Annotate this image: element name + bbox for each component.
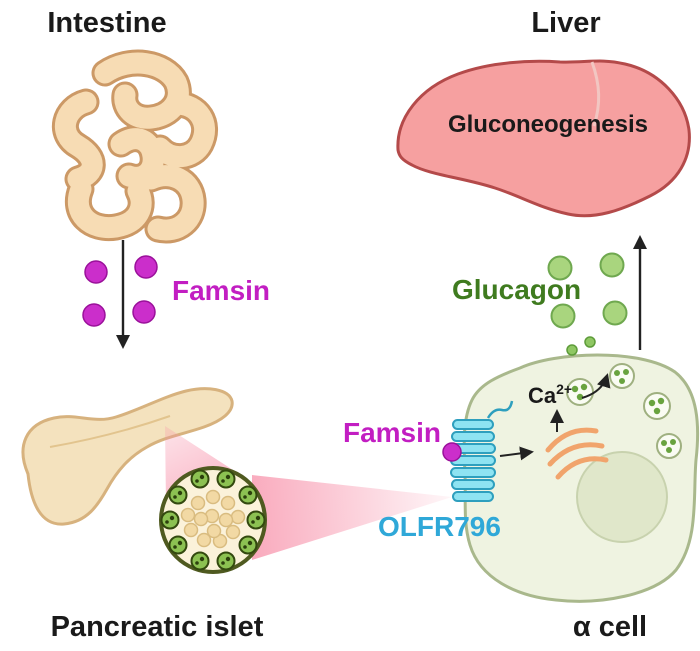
famsin-ligand-label: Famsin [343,417,441,448]
pancreatic-islet-label: Pancreatic islet [51,611,264,643]
nucleus [576,451,668,543]
liver-lobe-divider [590,61,601,127]
famsin-ligand-ball [442,442,462,462]
secretory-vesicles [566,363,682,459]
released-granules [566,336,596,356]
liver-title: Liver [531,7,600,39]
pancreas-texture-line [49,415,171,448]
famsin-secreted-label: Famsin [172,275,270,306]
pancreas-illustration [21,387,234,526]
famsin-particles [82,255,158,327]
zoom-beam-islet-to-cell [252,475,452,560]
islet-alpha-cells [160,469,266,571]
islet-inner-beta-cells [180,489,246,549]
receptor-n-terminus [486,400,514,419]
alpha-cell-illustration: Ca2+ [462,336,700,603]
islet-illustration [159,466,267,574]
olfr796-receptor [442,400,514,502]
alpha-cell-label: α cell [573,611,647,643]
er-organelle [545,427,609,480]
calcium-label: Ca2+ [528,381,572,408]
intestine-illustration [51,49,218,244]
arrow-receptor-to-er [499,446,534,461]
intestine-title: Intestine [47,7,166,39]
glucagon-particles [547,252,628,329]
gluconeogenesis-label: Gluconeogenesis [448,111,648,138]
receptor-label: OLFR796 [378,511,501,542]
arrow-calcium-to-secretion [581,373,611,399]
islet-alpha-cell-granules [165,474,261,565]
liver-illustration: Gluconeogenesis [396,59,691,218]
